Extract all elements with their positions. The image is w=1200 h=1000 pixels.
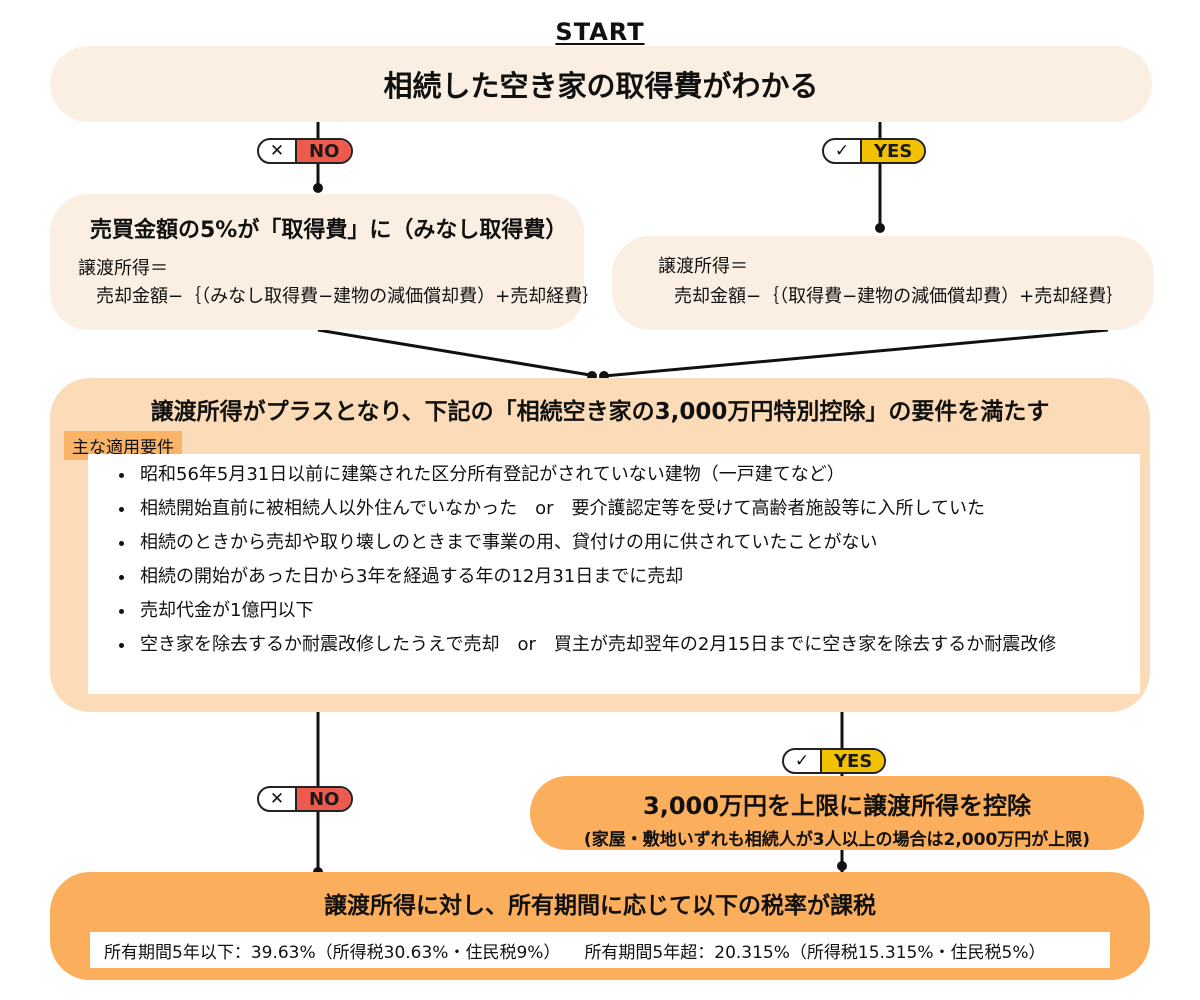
actual-cost-box: 譲渡所得＝ 売却金額−｛（取得費−建物の減価償却費）+売却経費｝ <box>612 236 1154 330</box>
actual-cost-formula-line2: 売却金額−｛（取得費−建物の減価償却費）+売却経費｝ <box>674 286 1125 307</box>
requirements-title: 譲渡所得がプラスとなり、下記の「相続空き家の3,000万円特別控除」の要件を満た… <box>150 399 1050 425</box>
tax-rate-short-term: 所有期間5年以下：39.63%（所得税30.63%・住民税9%） <box>104 942 561 963</box>
tax-rates: 所有期間5年以下：39.63%（所得税30.63%・住民税9%） 所有期間5年超… <box>90 932 1110 968</box>
yes-badge: ✓ YES <box>822 138 927 164</box>
requirements-list: 昭和56年5月31日以前に建築された区分所有登記がされていない建物（一戸建てなど… <box>88 454 1140 694</box>
requirement-item: 相続の開始があった日から3年を経過する年の12月31日までに売却 <box>136 560 1124 594</box>
deemed-cost-formula-line2: 売却金額−｛（みなし取得費−建物の減価償却費）+売却経費｝ <box>96 286 601 307</box>
requirement-item: 昭和56年5月31日以前に建築された区分所有登記がされていない建物（一戸建てなど… <box>136 458 1124 492</box>
yes-badge: ✓ YES <box>782 748 887 774</box>
connector-merge-right <box>603 328 1109 378</box>
check-icon: ✓ <box>824 140 862 162</box>
no-badge-label: NO <box>297 140 352 162</box>
cross-icon: ✕ <box>259 788 297 810</box>
deduction-note: (家屋・敷地いずれも相続人が3人以上の場合は2,000万円が上限) <box>583 830 1091 850</box>
tax-rate-long-term: 所有期間5年超：20.315%（所得税15.315%・住民税5%） <box>584 942 1046 963</box>
deduction-title: 3,000万円を上限に譲渡所得を控除 <box>643 792 1031 820</box>
no-badge-label: NO <box>297 788 352 810</box>
cross-icon: ✕ <box>259 140 297 162</box>
requirement-item: 相続開始直前に被相続人以外住んでいなかった or 要介護認定等を受けて高齢者施設… <box>136 492 1124 526</box>
connector-dot <box>875 223 885 233</box>
deemed-cost-box: 売買金額の5%が「取得費」に（みなし取得費） 譲渡所得＝ 売却金額−｛（みなし取… <box>50 194 600 330</box>
no-badge: ✕ NO <box>257 786 354 812</box>
deduction-box: 3,000万円を上限に譲渡所得を控除 (家屋・敷地いずれも相続人が3人以上の場合… <box>530 776 1144 850</box>
check-icon: ✓ <box>784 750 822 772</box>
requirement-item: 相続のときから売却や取り壊しのときまで事業の用、貸付けの用に供されていたことがな… <box>136 526 1124 560</box>
top-question-box: 相続した空き家の取得費がわかる <box>50 46 1152 122</box>
yes-badge-label: YES <box>862 140 925 162</box>
requirement-item: 売却代金が1億円以下 <box>136 594 1124 628</box>
top-question-text: 相続した空き家の取得費がわかる <box>383 69 819 103</box>
connector-dot <box>313 183 323 193</box>
deemed-cost-formula-line1: 譲渡所得＝ <box>78 258 168 279</box>
connector-merge-left <box>317 328 597 378</box>
connector-dot <box>837 861 847 871</box>
yes-badge-label: YES <box>822 750 885 772</box>
tax-title: 譲渡所得に対し、所有期間に応じて以下の税率が課税 <box>324 893 876 919</box>
requirement-item: 空き家を除去するか耐震改修したうえで売却 or 買主が売却翌年の2月15日までに… <box>136 628 1124 662</box>
deemed-cost-title: 売買金額の5%が「取得費」に（みなし取得費） <box>90 218 568 243</box>
start-label: START <box>555 18 645 46</box>
actual-cost-formula-line1: 譲渡所得＝ <box>658 256 748 277</box>
no-badge: ✕ NO <box>257 138 354 164</box>
